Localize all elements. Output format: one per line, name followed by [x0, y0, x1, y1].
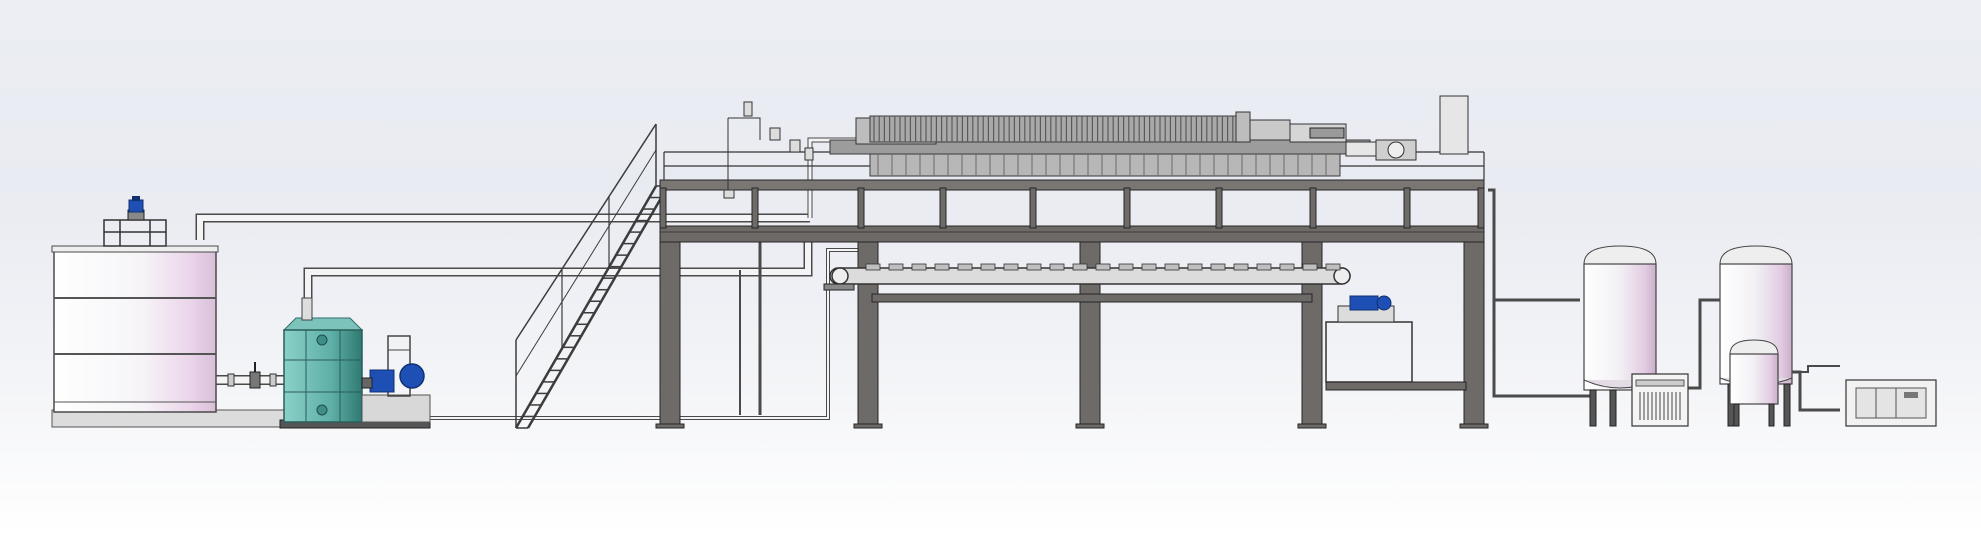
control-cabinet[interactable]	[1439, 95, 1469, 155]
conveyor-roller	[1279, 263, 1295, 271]
press-cylinder	[1345, 139, 1417, 161]
filter-press[interactable]	[723, 95, 1469, 199]
dryer-grille	[1639, 392, 1681, 420]
process-piping	[195, 137, 1840, 420]
conveyor-roller	[1302, 263, 1318, 271]
air-receiver-left[interactable]	[1583, 245, 1657, 427]
conveyor-roller	[1187, 263, 1203, 271]
agitator-motor-icon	[127, 196, 145, 221]
tank-outlet-valve[interactable]	[227, 362, 277, 389]
conveyor-roller	[980, 263, 996, 271]
conveyor-roller	[865, 263, 881, 271]
conveyor-roller	[1256, 263, 1272, 271]
conveyor-roller	[911, 263, 927, 271]
conveyor-roller	[1325, 263, 1341, 271]
access-stairs[interactable]	[514, 123, 670, 429]
conveyor-roller	[1164, 263, 1180, 271]
air-receiver-small[interactable]	[1729, 339, 1779, 427]
feed-manifold[interactable]	[723, 101, 814, 199]
conveyor-roller	[1095, 263, 1111, 271]
conveyor-roller	[1026, 263, 1042, 271]
conveyor-roller	[1118, 263, 1134, 271]
hydraulic-unit-icon	[1349, 295, 1392, 311]
conveyor-roller	[1210, 263, 1226, 271]
feed-pump[interactable]	[361, 335, 431, 423]
refrigerated-dryer[interactable]	[1631, 373, 1689, 427]
conveyor-roller	[1003, 263, 1019, 271]
storage-tank[interactable]	[51, 196, 286, 428]
pump-icon	[361, 363, 425, 393]
tank-railing	[103, 219, 167, 247]
conveyor-roller	[934, 263, 950, 271]
filter-plates	[873, 116, 1234, 142]
dosing-tank[interactable]	[279, 297, 431, 429]
air-compressor[interactable]	[1845, 379, 1937, 427]
stair-treads	[516, 185, 668, 429]
conveyor-roller	[1049, 263, 1065, 271]
conveyor-rollers	[865, 263, 1341, 271]
filter-press-icon	[869, 115, 1241, 143]
hydraulic-station[interactable]	[1337, 295, 1395, 323]
belt-conveyor[interactable]	[823, 263, 1351, 291]
steel-platform[interactable]	[655, 151, 1489, 429]
filter-plates-lower	[877, 154, 1327, 176]
conveyor-roller	[1141, 263, 1157, 271]
conveyor-roller	[1072, 263, 1088, 271]
conveyor-roller	[1233, 263, 1249, 271]
conveyor-roller	[957, 263, 973, 271]
conveyor-roller	[888, 263, 904, 271]
